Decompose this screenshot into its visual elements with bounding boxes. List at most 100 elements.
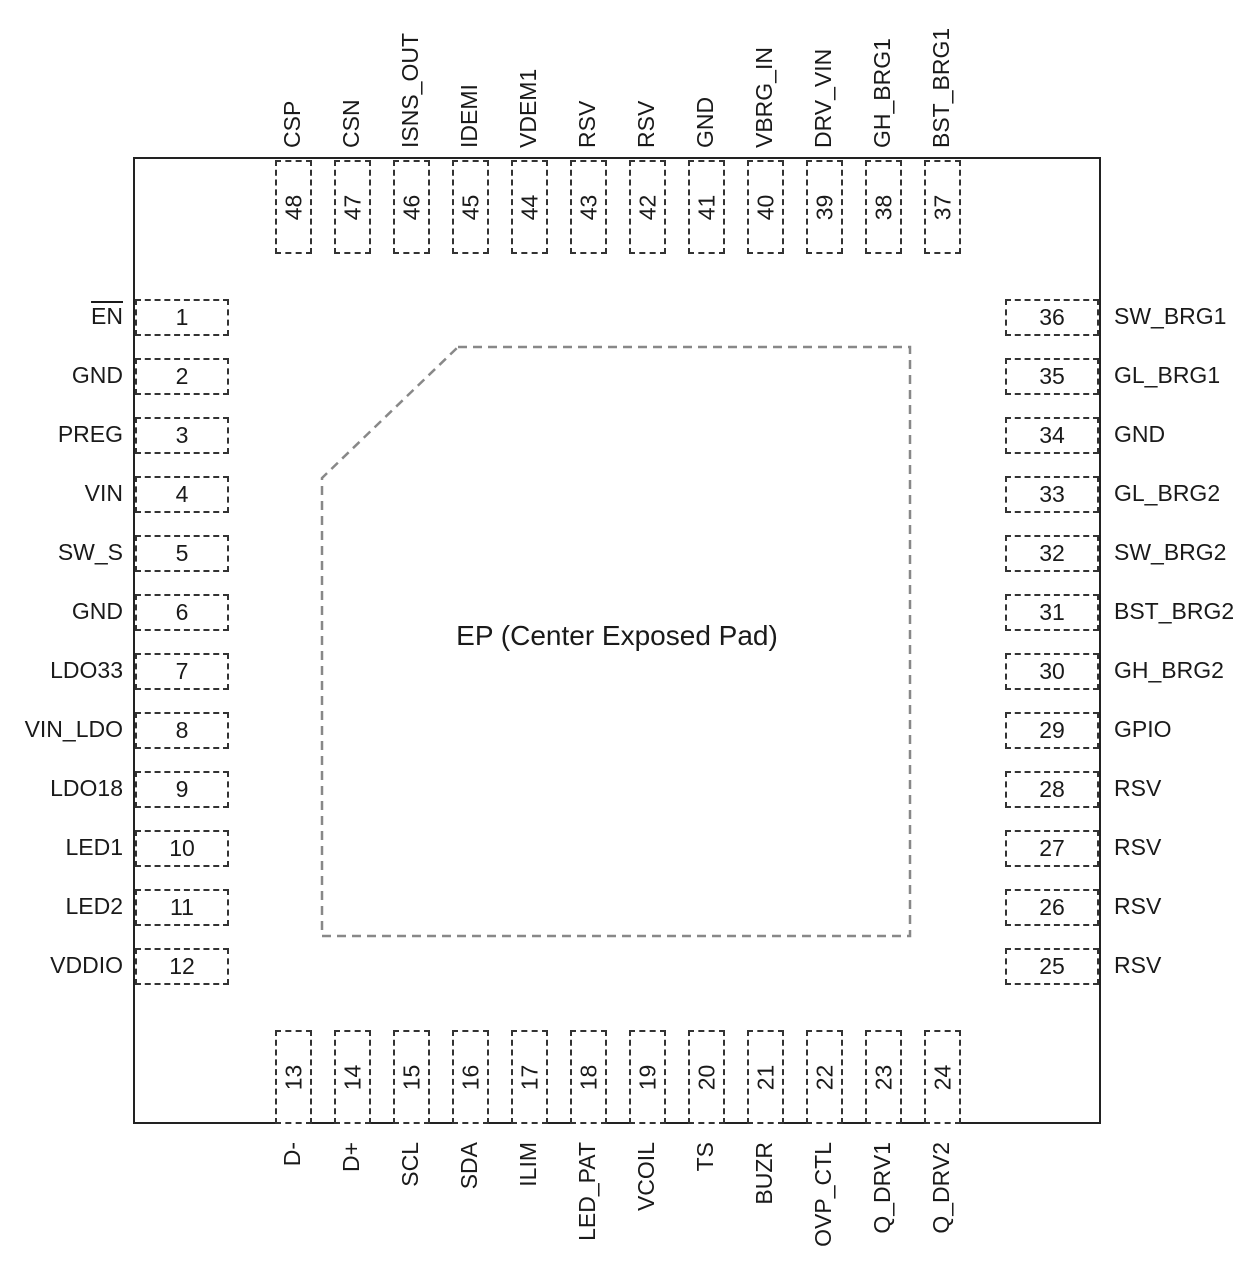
pin-pad: 11 (135, 889, 229, 926)
pin-number: 12 (169, 953, 195, 979)
pin-label: RSV (1114, 775, 1162, 801)
pin-pad: 26 (1005, 889, 1099, 926)
pin-pad: 25 (1005, 948, 1099, 985)
pin-pad: 14 (334, 1030, 371, 1124)
pin-label: RSV (1114, 834, 1162, 860)
pin-pad: 44 (511, 160, 548, 254)
pin-label: LDO18 (50, 775, 123, 801)
pin-number: 5 (175, 540, 189, 566)
pin-pad: 17 (511, 1030, 548, 1124)
pin-number: 42 (634, 194, 660, 220)
pin-number: 31 (1039, 599, 1065, 625)
pin-number: 48 (280, 194, 306, 220)
pin-label: EN (91, 303, 123, 329)
pin-label: SW_BRG2 (1114, 539, 1227, 565)
pin-number: 2 (175, 363, 189, 389)
pin-number: 17 (516, 1064, 542, 1090)
pin-label: GND (1114, 421, 1166, 447)
pin-label: VDDIO (50, 952, 123, 978)
pin-number: 23 (870, 1064, 896, 1090)
pin-number: 30 (1039, 658, 1065, 684)
ic-package-outline (133, 157, 1101, 1124)
pin-pad: 3 (135, 417, 229, 454)
pin-label: LED_PAT (574, 1142, 600, 1241)
pin-number: 45 (457, 194, 483, 220)
pin-pad: 38 (865, 160, 902, 254)
pin-number: 20 (693, 1064, 719, 1090)
pin-number: 47 (339, 194, 365, 220)
pin-pad: 2 (135, 358, 229, 395)
pin-label: LED1 (65, 834, 123, 860)
pin-label: SW_S (57, 539, 123, 565)
pin-number: 32 (1039, 540, 1065, 566)
pin-label: GND (71, 362, 123, 388)
pin-pad: 15 (393, 1030, 430, 1124)
pin-number: 3 (175, 422, 189, 448)
pin-number: 28 (1039, 776, 1065, 802)
pin-label: VIN_LDO (24, 716, 123, 742)
pin-number: 15 (398, 1064, 424, 1090)
pin-pad: 41 (688, 160, 725, 254)
pin-label: VDEM1 (515, 68, 541, 148)
pin-pad: 9 (135, 771, 229, 808)
pin-pad: 39 (806, 160, 843, 254)
pin-pad: 12 (135, 948, 229, 985)
pin-pad: 42 (629, 160, 666, 254)
pin-label: TS (692, 1142, 718, 1172)
pin-pad: 36 (1005, 299, 1099, 336)
pin-label: ILIM (515, 1142, 541, 1187)
pin-label: CSN (338, 99, 364, 148)
pin-number: 40 (752, 194, 778, 220)
pin-pad: 48 (275, 160, 312, 254)
pin-number: 7 (175, 658, 189, 684)
pin-pad: 13 (275, 1030, 312, 1124)
pin-pad: 8 (135, 712, 229, 749)
pin-pad: 47 (334, 160, 371, 254)
pin-pad: 31 (1005, 594, 1099, 631)
pin-number: 21 (752, 1064, 778, 1090)
pin-number: 11 (170, 894, 194, 920)
pin-pad: 1 (135, 299, 229, 336)
pin-label: GH_BRG1 (869, 38, 895, 148)
pin-number: 10 (169, 835, 195, 861)
pin-pad: 45 (452, 160, 489, 254)
pin-number: 19 (634, 1064, 660, 1090)
pin-pad: 6 (135, 594, 229, 631)
pin-number: 22 (811, 1064, 837, 1090)
pin-label: GL_BRG1 (1114, 362, 1221, 388)
pin-pad: 19 (629, 1030, 666, 1124)
pin-label: LDO33 (50, 657, 123, 683)
pin-label: BST_BRG1 (928, 27, 954, 148)
pin-label: VBRG_IN (751, 47, 777, 148)
pin-number: 14 (339, 1064, 365, 1090)
pin-number: 41 (693, 194, 719, 220)
pin-number: 44 (516, 194, 542, 220)
pin-pad: 33 (1005, 476, 1099, 513)
pin-pad: 20 (688, 1030, 725, 1124)
pin-number: 6 (175, 599, 189, 625)
pin-label: GL_BRG2 (1114, 480, 1221, 506)
pin-label: Q_DRV2 (928, 1142, 954, 1234)
pin-pad: 34 (1005, 417, 1099, 454)
pin-number: 25 (1039, 953, 1065, 979)
pin-number: 38 (870, 194, 896, 220)
pin-number: 35 (1039, 363, 1065, 389)
pin-label: VCOIL (633, 1142, 659, 1212)
pin-pad: 32 (1005, 535, 1099, 572)
pin-pad: 27 (1005, 830, 1099, 867)
pin-pad: 24 (924, 1030, 961, 1124)
exposed-pad-label: EP (Center Exposed Pad) (456, 620, 778, 651)
pin-pad: 43 (570, 160, 607, 254)
pin-label: ISNS_OUT (397, 32, 423, 148)
pin-number: 26 (1039, 894, 1065, 920)
pin-label: SCL (397, 1142, 423, 1187)
pin-number: 34 (1039, 422, 1065, 448)
pin-number: 27 (1039, 835, 1065, 861)
pin-label: CSP (279, 100, 305, 148)
pin-pad: 5 (135, 535, 229, 572)
pin-pad: 22 (806, 1030, 843, 1124)
pin-label: BUZR (751, 1142, 777, 1205)
pin-label: GND (692, 96, 718, 148)
pin-label: GPIO (1114, 716, 1172, 742)
pin-label: RSV (1114, 893, 1162, 919)
